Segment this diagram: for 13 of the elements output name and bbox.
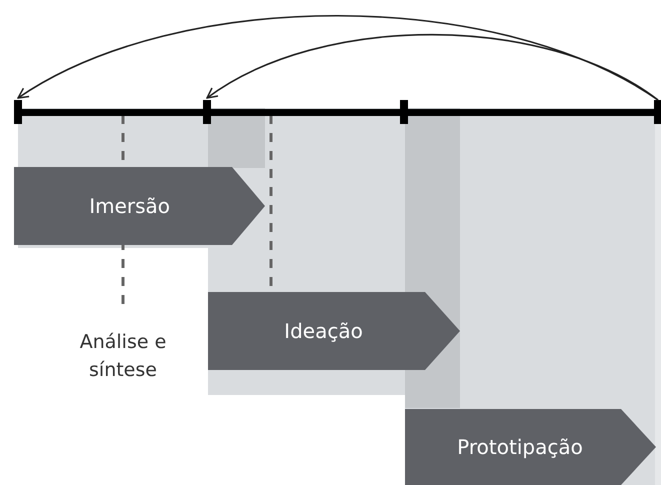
timeline-tick [654,100,661,124]
phase-label: Prototipação [457,435,583,459]
phase-arrow [405,409,656,485]
phase-label: Ideação [284,319,363,343]
phase-arrow [14,167,265,245]
curved-arrow [17,15,658,101]
timeline-tick [203,100,211,124]
timeline-tick [14,100,22,124]
note-text: Análise e síntese [78,330,168,383]
curved-arrow [206,34,658,101]
phase-label: Imersão [89,194,170,218]
phase-arrow [208,292,460,370]
timeline-tick [400,100,408,124]
